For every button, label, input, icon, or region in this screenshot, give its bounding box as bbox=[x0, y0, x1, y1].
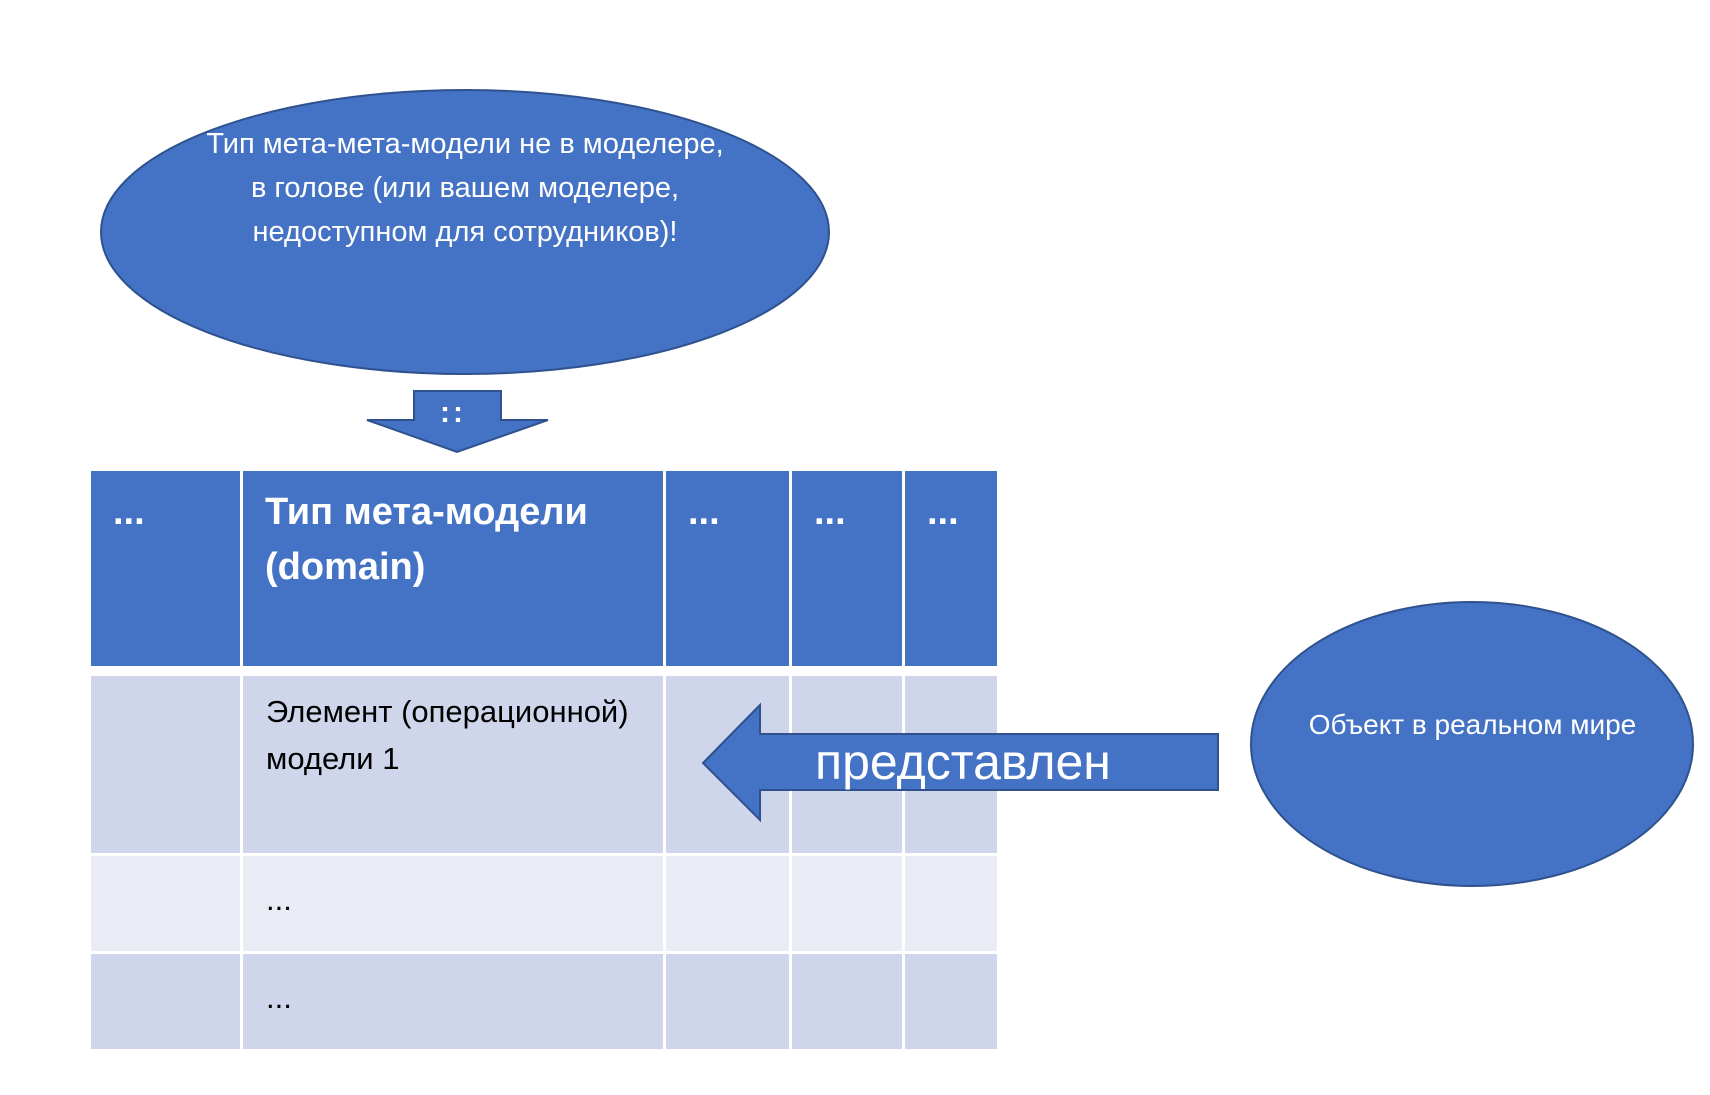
table-cell bbox=[91, 856, 240, 951]
header-cell-3: ... bbox=[666, 471, 789, 666]
table-cell bbox=[905, 954, 997, 1049]
header-cell-1: ... bbox=[91, 471, 240, 666]
table-cell bbox=[666, 954, 789, 1049]
left-arrow-shape bbox=[701, 702, 1219, 823]
header-cell-metamodel-type: Тип мета-модели (domain) bbox=[243, 471, 663, 666]
real-object-bubble-shape bbox=[1250, 601, 1694, 887]
header-cell-4: ... bbox=[792, 471, 902, 666]
table-cell bbox=[91, 676, 240, 853]
table-cell bbox=[666, 856, 789, 951]
table-cell-element: Элемент (операционной) модели 1 bbox=[243, 676, 663, 853]
table-cell-ellipsis: ... bbox=[243, 954, 663, 1049]
table-cell bbox=[792, 954, 902, 1049]
real-object-bubble-text: Объект в реальном мире bbox=[1308, 709, 1637, 740]
header-cell-5: ... bbox=[905, 471, 997, 666]
table-cell bbox=[905, 856, 997, 951]
type-arrow-label: :: bbox=[440, 396, 466, 429]
down-arrow-shape bbox=[366, 390, 549, 454]
represented-arrow-label: представлен bbox=[815, 734, 1111, 790]
meta-meta-bubble-text: Тип мета-мета-модели не в моделере, в го… bbox=[206, 128, 724, 248]
table-cell-ellipsis: ... bbox=[243, 856, 663, 951]
table-cell bbox=[792, 856, 902, 951]
table-cell bbox=[91, 954, 240, 1049]
meta-meta-bubble-shape bbox=[100, 89, 830, 375]
